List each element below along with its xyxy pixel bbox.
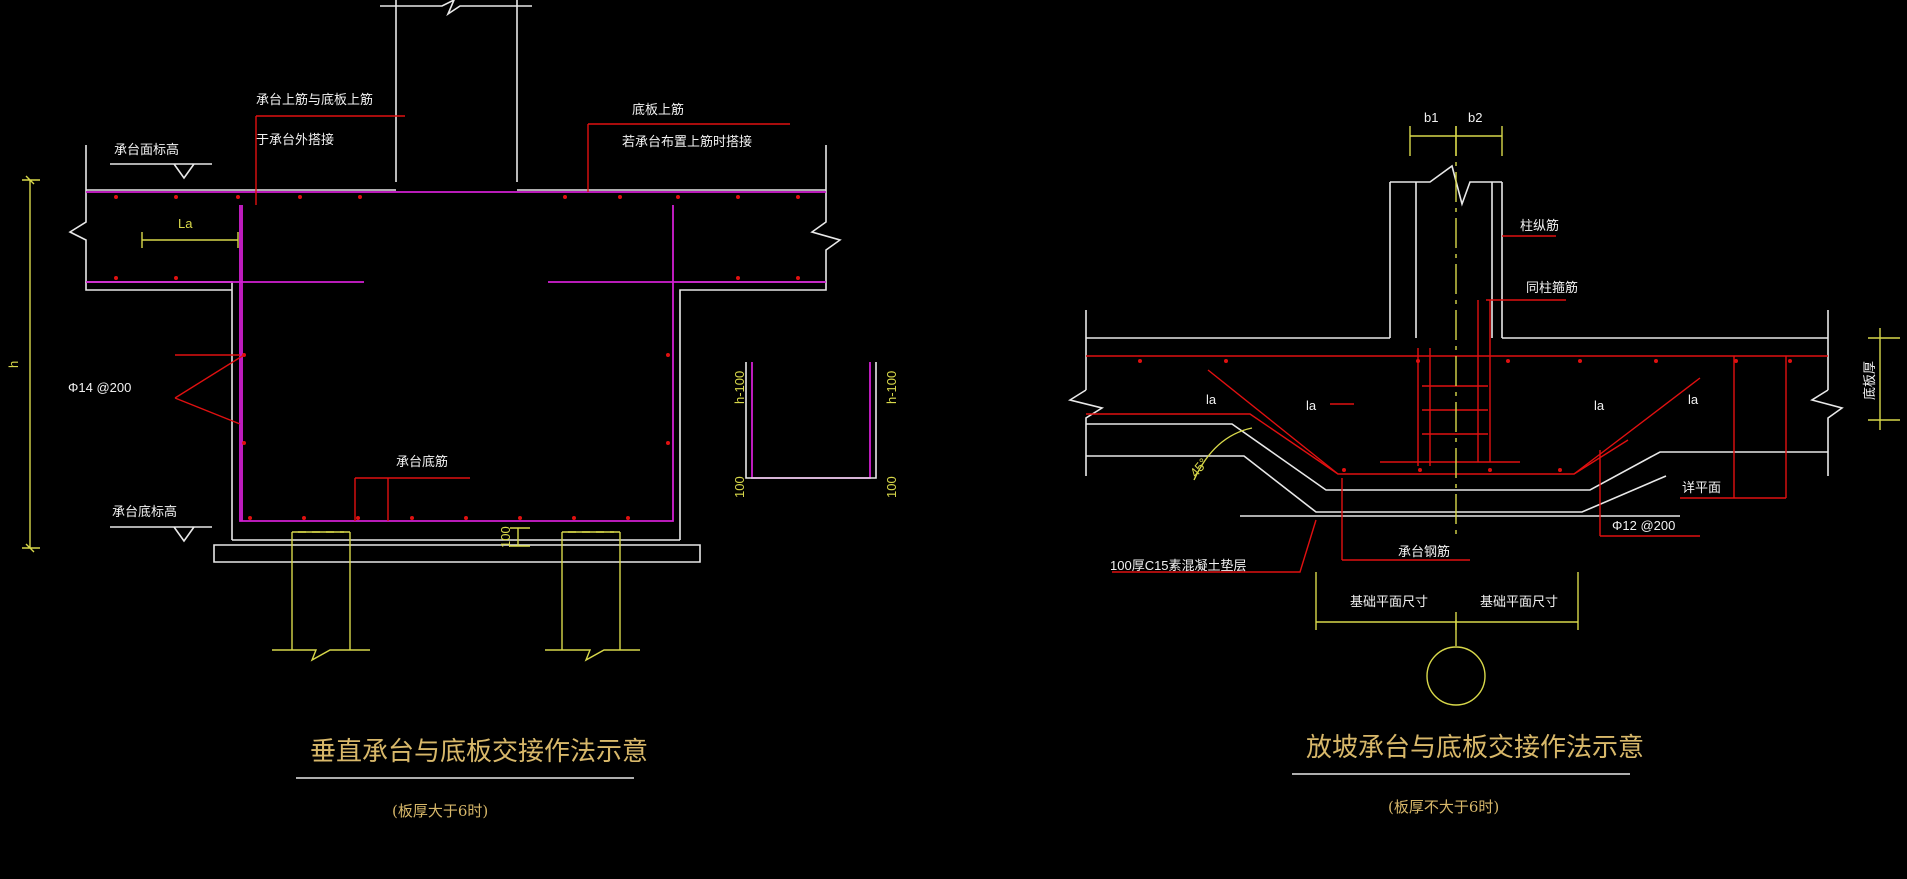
label-cap-top-elev: 承台面标高 [114, 142, 179, 157]
label-detail-h100-right: h-100 [884, 371, 899, 404]
label-b1: b1 [1424, 110, 1438, 125]
label-la-1: la [1206, 392, 1217, 407]
label-la-4: la [1688, 392, 1699, 407]
label-slab-top-2: 若承台布置上筋时搭接 [622, 134, 752, 149]
label-pile-top: 详平面 [1682, 480, 1721, 495]
label-top-rebar-1: 承台上筋与底板上筋 [256, 92, 373, 107]
label-la-3: la [1594, 398, 1605, 413]
label-cushion: 100厚C15素混凝土垫层 [1110, 558, 1247, 573]
label-cap-bottom-elev: 承台底标高 [112, 504, 177, 519]
left-subtitle: (板厚大于6时) [392, 802, 488, 820]
label-column-dowel: 柱纵筋 [1520, 218, 1559, 233]
right-subtitle: (板厚不大于6时) [1388, 798, 1499, 816]
right-detail: b1 b2 柱纵筋 同柱箍筋 la la la la 底板厚 45° 详平面 Φ… [1067, 110, 1900, 816]
label-detail-100-left: 100 [732, 476, 747, 498]
label-slab-top-1: 底板上筋 [632, 102, 684, 117]
label-la-2: la [1306, 398, 1317, 413]
label-slab-thickness: 底板厚 [1862, 361, 1877, 400]
left-detail: 承台上筋与底板上筋 于承台外搭接 底板上筋 若承台布置上筋时搭接 承台面标高 L… [6, 0, 899, 820]
label-h: h [6, 361, 21, 368]
label-la: La [178, 216, 193, 231]
label-top-rebar-2: 于承台外搭接 [256, 132, 334, 147]
label-detail-100-right: 100 [884, 476, 899, 498]
label-dim-100: 100 [498, 526, 513, 548]
label-detail-h100-left: h-100 [732, 371, 747, 404]
label-column-stirrup: 同柱箍筋 [1526, 280, 1578, 295]
label-base-dim-right: 基础平面尺寸 [1480, 594, 1558, 609]
label-rebar-spec-right: Φ12 @200 [1612, 518, 1675, 533]
left-title: 垂直承台与底板交接作法示意 [310, 737, 648, 767]
label-b2: b2 [1468, 110, 1482, 125]
label-cap-bottom-rebar: 承台底筋 [396, 454, 448, 469]
label-angle: 45° [1187, 455, 1211, 480]
label-cap-rebar: 承台钢筋 [1398, 544, 1450, 559]
label-rebar-spec: Φ14 @200 [68, 380, 131, 395]
label-base-dim-left: 基础平面尺寸 [1350, 594, 1428, 609]
right-title: 放坡承台与底板交接作法示意 [1306, 733, 1644, 763]
